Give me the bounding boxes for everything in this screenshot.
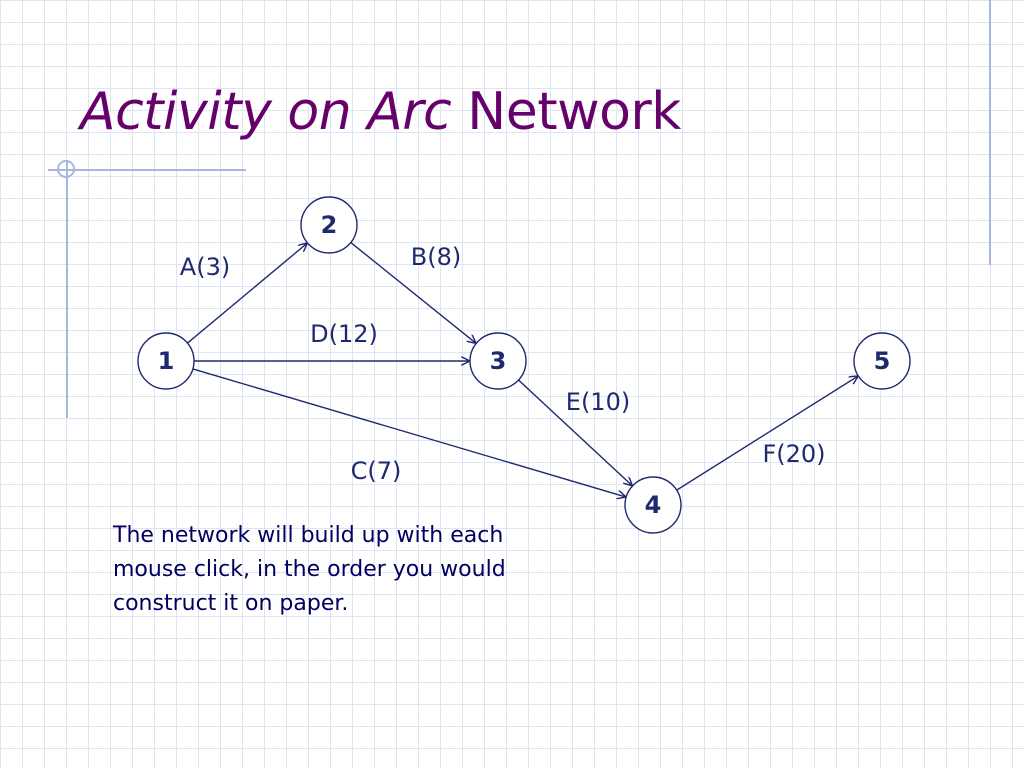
arc-label-1-3: D(12) xyxy=(310,320,378,348)
slide-title-rest: Network xyxy=(467,82,681,142)
node-3: 3 xyxy=(469,332,527,390)
decorative-vertical-rule-left xyxy=(66,160,68,418)
node-label-3: 3 xyxy=(490,347,507,375)
slide-title-italic: Activity on Arc xyxy=(80,82,452,142)
decorative-crosshair-circle xyxy=(57,160,75,178)
node-2: 2 xyxy=(300,196,358,254)
node-label-4: 4 xyxy=(645,491,662,519)
node-label-5: 5 xyxy=(874,347,891,375)
node-circle-1 xyxy=(137,332,195,390)
arc-2-3 xyxy=(350,242,476,343)
node-circle-2 xyxy=(300,196,358,254)
arc-1-4 xyxy=(192,368,625,497)
arc-4-5 xyxy=(676,376,858,491)
node-5: 5 xyxy=(853,332,911,390)
slide-title: Activity on Arc Network xyxy=(80,82,681,142)
arc-3-4 xyxy=(518,379,632,485)
arc-1-2 xyxy=(187,244,306,344)
node-1: 1 xyxy=(137,332,195,390)
arc-label-1-2: A(3) xyxy=(180,253,230,281)
caption-text: The network will build up with each mous… xyxy=(113,523,506,616)
arc-label-1-4: C(7) xyxy=(351,457,402,485)
arc-label-3-4: E(10) xyxy=(566,388,630,416)
decorative-vertical-rule-right xyxy=(989,0,991,265)
node-label-2: 2 xyxy=(321,211,338,239)
decorative-horizontal-rule xyxy=(48,169,246,171)
arc-label-2-3: B(8) xyxy=(411,243,461,271)
nodes-layer: 1 2 3 4 5 xyxy=(137,196,911,534)
arc-label-4-5: F(20) xyxy=(762,440,825,468)
node-label-1: 1 xyxy=(158,347,175,375)
node-circle-5 xyxy=(853,332,911,390)
node-circle-3 xyxy=(469,332,527,390)
node-circle-4 xyxy=(624,476,682,534)
arcs-layer: A(3) B(8) C(7) D(12) E(10) F(20) xyxy=(180,243,858,497)
node-4: 4 xyxy=(624,476,682,534)
